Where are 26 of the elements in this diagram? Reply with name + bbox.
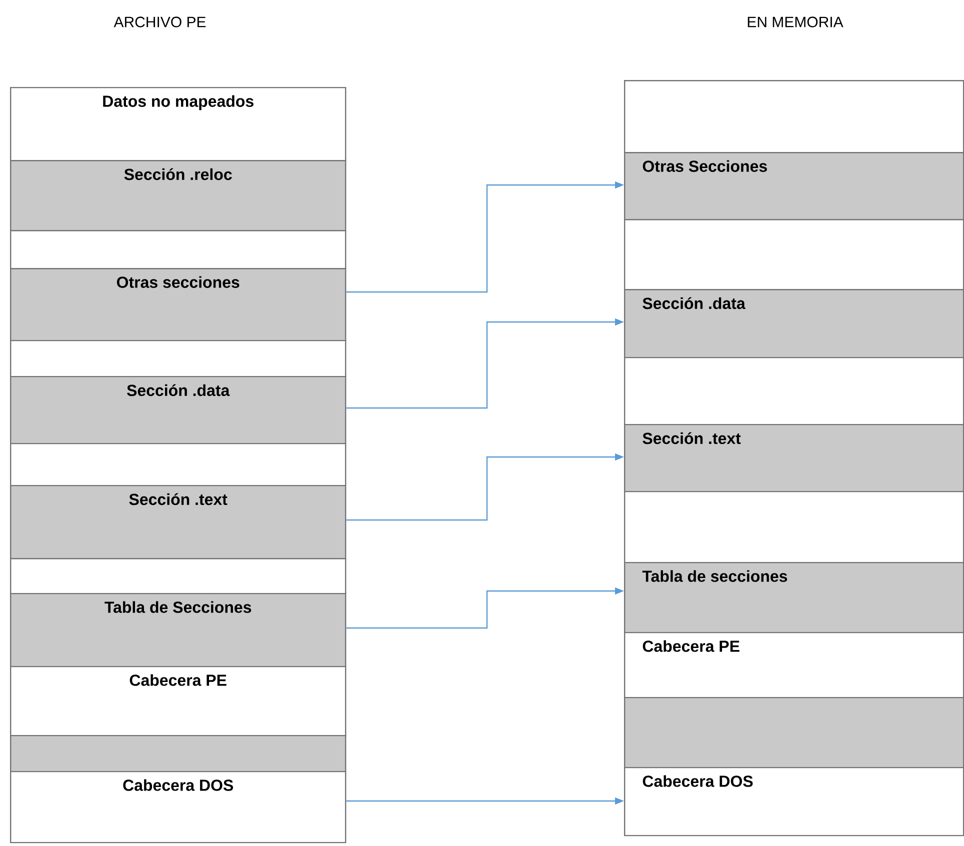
- empty-band: [10, 230, 346, 270]
- section-band: Cabecera DOS: [10, 770, 346, 844]
- section-band: Tabla de Secciones: [10, 592, 346, 668]
- empty-band: [10, 558, 346, 594]
- column-heading: ARCHIVO PE: [114, 16, 206, 28]
- empty-band: [624, 356, 964, 426]
- empty-band: [10, 340, 346, 378]
- section-band: Sección .reloc: [10, 160, 346, 232]
- empty-band: [624, 696, 964, 768]
- section-band: Tabla de secciones: [624, 562, 964, 634]
- empty-band: [624, 219, 964, 290]
- empty-band: [624, 80, 964, 154]
- section-band: Sección .text: [624, 424, 964, 492]
- section-band: Datos no mapeados: [10, 86, 346, 162]
- section-band: Otras secciones: [10, 268, 346, 342]
- empty-band: [10, 442, 346, 486]
- section-band: Sección .data: [624, 288, 964, 358]
- section-band: Sección .data: [10, 376, 346, 444]
- section-band: Cabecera PE: [10, 666, 346, 736]
- column-heading: EN MEMORIA: [748, 16, 844, 28]
- section-band: Cabecera DOS: [624, 766, 964, 836]
- empty-band: [10, 734, 346, 772]
- section-band: Otras Secciones: [624, 152, 964, 220]
- section-band: Cabecera PE: [624, 632, 964, 698]
- section-band: Sección .text: [10, 484, 346, 560]
- empty-band: [624, 490, 964, 564]
